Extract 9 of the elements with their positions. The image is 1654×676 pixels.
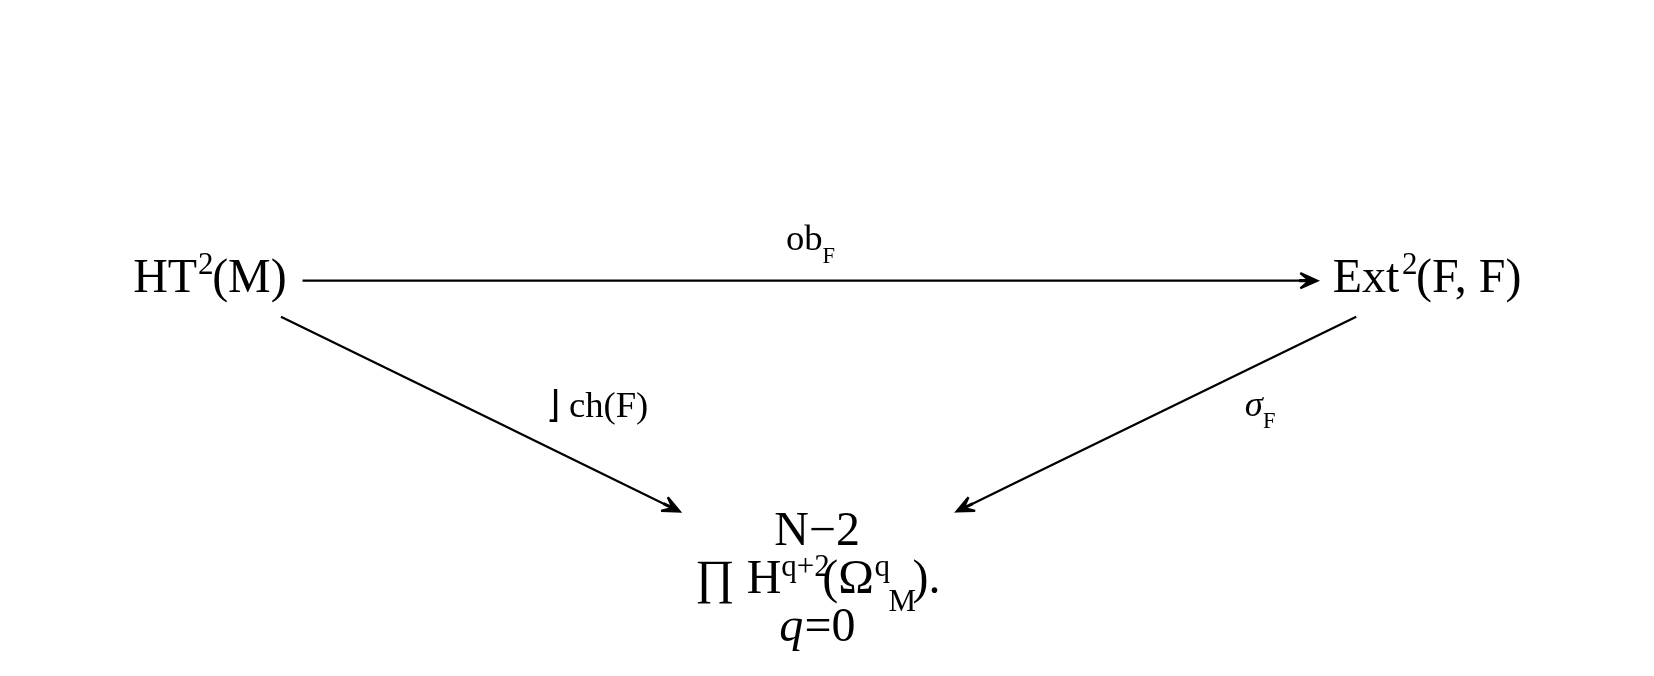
- edge-label: ⌋ ch(F): [545, 384, 648, 426]
- arrow: [954, 315, 1357, 513]
- node-text: N−2 ∏ H$^{q+2}$(Ω$^{q}$$_{M}$). q=0: [694, 502, 940, 652]
- node-text: HT$^{2}$(M): [132, 246, 287, 302]
- arrow: [279, 315, 681, 513]
- arrow: [302, 271, 1318, 290]
- edge-label: ob$_{F}$: [785, 217, 835, 268]
- edge-label: σ$_{F}$: [1244, 382, 1276, 434]
- node-text: Ext$^{2}$(F, F): [1332, 246, 1521, 302]
